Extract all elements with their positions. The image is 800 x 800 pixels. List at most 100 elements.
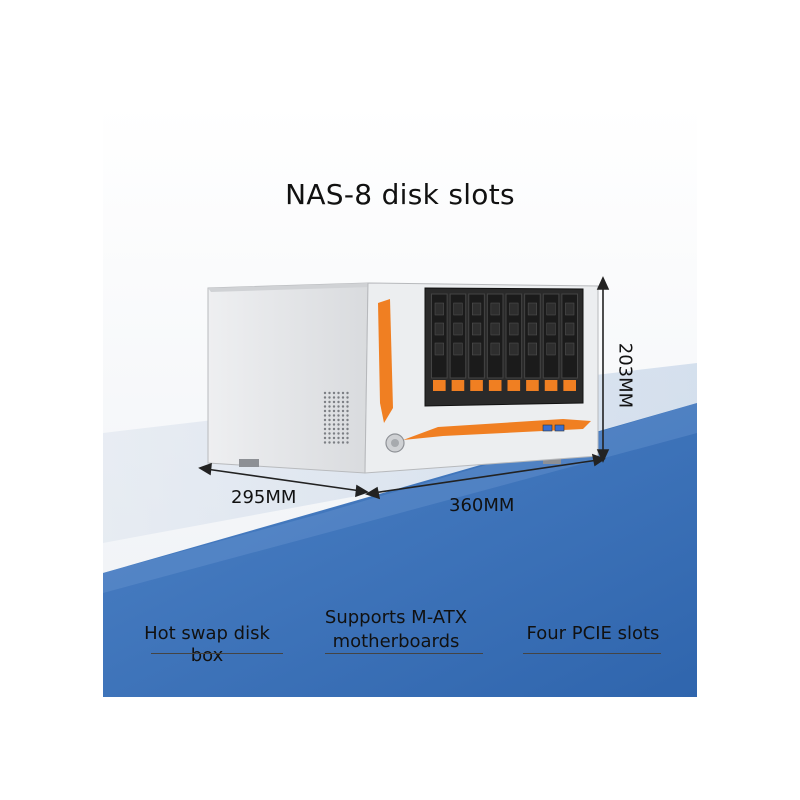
vent-hole — [323, 414, 327, 417]
vent-hole — [341, 396, 345, 399]
vent-hole — [323, 423, 327, 426]
vent-hole — [328, 414, 331, 417]
dimension-arrows — [198, 276, 610, 500]
vent-hole — [323, 400, 327, 404]
vent-hole — [346, 436, 349, 440]
vent-hole — [328, 441, 331, 444]
drive-tray-vent — [546, 302, 556, 316]
drive-tray-vent — [527, 322, 537, 336]
accent-stripe — [378, 299, 393, 423]
vent-hole — [328, 405, 331, 408]
vent-hole — [337, 441, 340, 444]
drive-tray-latch — [563, 380, 576, 391]
vent-hole — [323, 427, 327, 431]
drive-tray-vent — [453, 302, 463, 316]
drive-tray-vent — [527, 342, 537, 356]
drive-tray-vent — [472, 342, 482, 356]
drive-tray-vent — [509, 342, 519, 356]
feature-hot-swap: Hot swap disk box — [127, 623, 287, 667]
vent-hole — [337, 391, 340, 395]
vent-hole — [341, 436, 345, 440]
vent-hole — [332, 432, 336, 435]
vent-hole — [332, 409, 336, 413]
feature-matx-underline — [325, 653, 483, 654]
drive-tray-vent — [434, 342, 444, 356]
drive-tray-latch — [526, 380, 539, 391]
feature-hot-swap-label: Hot swap disk box — [144, 623, 270, 666]
vent-hole — [332, 423, 336, 426]
vent-grid-icon — [323, 391, 349, 444]
vent-hole — [346, 418, 349, 422]
drive-tray-vent — [434, 322, 444, 336]
drive-tray-vent — [509, 302, 519, 316]
drive-tray-vent — [453, 322, 463, 336]
feature-pcie-label: Four PCIE slots — [526, 623, 660, 644]
vent-hole — [323, 441, 327, 444]
vent-hole — [341, 409, 345, 413]
vent-hole — [328, 432, 331, 435]
chassis-foot — [543, 456, 561, 464]
vent-hole — [332, 441, 336, 444]
vent-hole — [328, 409, 331, 413]
usb-port-icon — [542, 424, 553, 432]
vent-hole — [341, 400, 345, 404]
vent-hole — [337, 418, 340, 422]
vent-hole — [341, 423, 345, 426]
vent-hole — [332, 414, 336, 417]
vent-hole — [323, 432, 327, 435]
vent-hole — [346, 432, 349, 435]
vent-hole — [323, 396, 327, 399]
drive-tray-vent — [472, 322, 482, 336]
drive-tray-latch — [507, 380, 521, 391]
vent-hole — [337, 423, 340, 426]
drive-tray-vent — [472, 302, 482, 316]
vent-hole — [346, 423, 349, 426]
vent-hole — [332, 396, 336, 399]
usb-port-icon — [554, 424, 565, 432]
drive-tray-vent — [509, 322, 519, 336]
vent-hole — [346, 427, 349, 431]
vent-hole — [346, 414, 349, 417]
vent-hole — [337, 405, 340, 408]
page-title: NAS-8 disk slots — [285, 178, 515, 211]
vent-hole — [337, 432, 340, 435]
vent-hole — [337, 396, 340, 399]
vent-hole — [346, 396, 349, 399]
feature-pcie: Four PCIE slots — [513, 623, 673, 645]
vent-hole — [332, 400, 336, 404]
vent-hole — [337, 436, 340, 440]
height-label: 203MM — [614, 342, 636, 409]
vent-hole — [328, 427, 331, 431]
drive-tray-latch — [433, 380, 446, 391]
vent-hole — [328, 423, 331, 426]
drive-tray-latch — [451, 380, 465, 391]
vent-hole — [341, 441, 345, 444]
vent-hole — [323, 391, 327, 395]
depth-label: 295MM — [231, 487, 297, 508]
feature-matx: Supports M-ATX motherboards — [311, 607, 481, 653]
feature-matx-line1: Supports M-ATX — [324, 607, 468, 628]
width-label: 360MM — [449, 495, 515, 516]
vent-hole — [341, 414, 345, 417]
drive-tray-vent — [434, 302, 444, 316]
vent-hole — [341, 432, 345, 435]
drive-tray-vent — [565, 322, 575, 336]
vent-hole — [323, 436, 327, 440]
vent-hole — [337, 409, 340, 413]
vent-hole — [337, 400, 340, 404]
drive-tray-vent — [546, 322, 556, 336]
vent-hole — [346, 400, 349, 404]
vent-hole — [332, 436, 336, 440]
nas-chassis — [198, 276, 610, 500]
drive-tray-vent — [565, 302, 575, 316]
blue-band — [103, 403, 697, 697]
drive-tray-vent — [490, 322, 500, 336]
vent-hole — [341, 427, 345, 431]
drive-tray-vent — [490, 342, 500, 356]
feature-pcie-underline — [523, 653, 661, 654]
vent-hole — [346, 391, 349, 395]
vent-hole — [328, 400, 331, 404]
vent-hole — [346, 405, 349, 408]
vent-hole — [346, 441, 349, 444]
drive-tray-latch — [544, 380, 558, 391]
